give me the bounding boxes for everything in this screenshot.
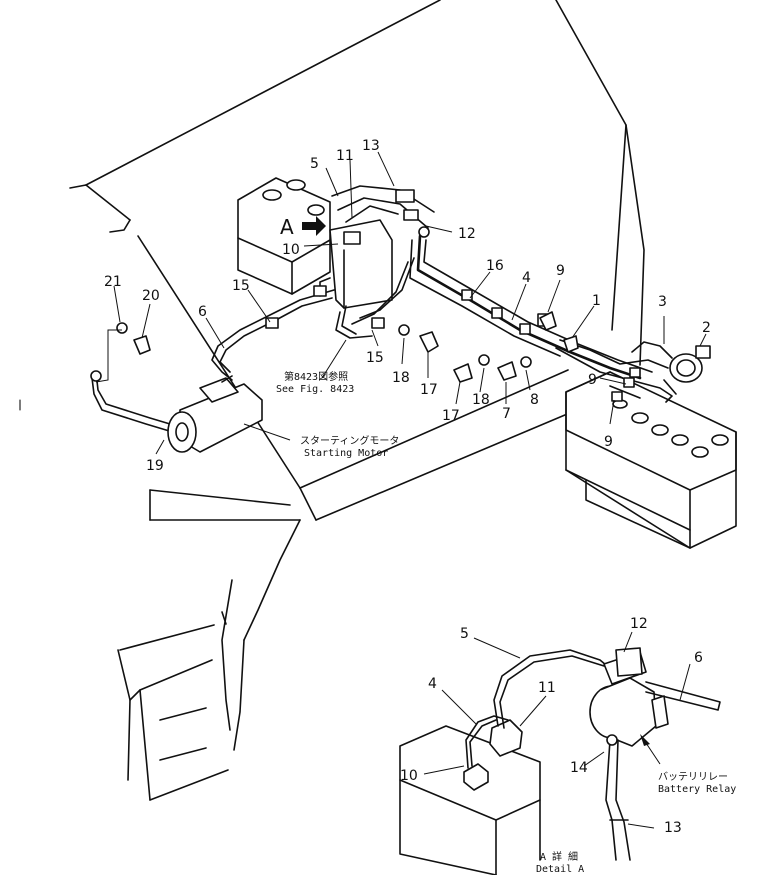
callout-17-a: 17 [420, 382, 438, 398]
callout-numbers: 1 2 3 4 5 6 7 8 9 9 9 10 11 12 13 15 15 … [104, 138, 711, 474]
starting-motor [167, 375, 263, 453]
callout-15-b: 15 [366, 350, 384, 366]
callout-9-a: 9 [556, 263, 565, 279]
callout-7: 7 [502, 406, 511, 422]
callout-5: 5 [310, 156, 319, 172]
callout-1: 1 [592, 293, 601, 309]
callout-9-b: 9 [588, 372, 597, 388]
detail-a-en: Detail A [536, 864, 584, 875]
battery-right [565, 371, 737, 549]
callout-10: 10 [282, 242, 300, 258]
detail-a-drawing [399, 647, 721, 875]
detail-callout-4: 4 [428, 676, 437, 692]
hardware [116, 311, 579, 383]
callout-3: 3 [658, 294, 667, 310]
callout-21: 21 [104, 274, 122, 290]
detail-marker-a: A [280, 215, 294, 239]
callout-20: 20 [142, 288, 160, 304]
callout-8: 8 [530, 392, 539, 408]
callout-11: 11 [336, 148, 354, 164]
detail-a-arrow [302, 216, 326, 236]
callout-15-a: 15 [232, 278, 250, 294]
battery-relay-right [631, 341, 711, 395]
battery-relay-en: Battery Relay [658, 784, 736, 795]
ground-cable [90, 370, 191, 437]
text-notes: 第8423図参照 See Fig. 8423 スターティングモータ Starti… [276, 370, 736, 875]
detail-callout-10: 10 [400, 768, 418, 784]
callout-13: 13 [362, 138, 380, 154]
detail-callout-5: 5 [460, 626, 469, 642]
callout-19: 19 [146, 458, 164, 474]
starting-motor-jp: スターティングモータ [300, 434, 399, 447]
detail-callout-12: 12 [630, 616, 648, 632]
callout-18-b: 18 [472, 392, 490, 408]
detail-callout-11: 11 [538, 680, 556, 696]
detail-leader-lines [423, 631, 691, 829]
fig-ref-jp: 第8423図参照 [284, 370, 348, 383]
callout-17-b: 17 [442, 408, 460, 424]
starting-motor-en: Starting Motor [304, 448, 388, 459]
callout-12: 12 [458, 226, 476, 242]
callout-4: 4 [522, 270, 531, 286]
detail-callout-6: 6 [694, 650, 703, 666]
leader-lines [95, 151, 707, 455]
machine-body [19, 0, 645, 801]
battery-relay-jp: バッテリリレー [658, 771, 728, 783]
callout-9-c: 9 [604, 434, 613, 450]
callout-16: 16 [486, 258, 504, 274]
callout-18-a: 18 [392, 370, 410, 386]
detail-callout-13: 13 [664, 820, 682, 836]
callout-6: 6 [198, 304, 207, 320]
battery-top [237, 177, 435, 309]
fig-ref-en: See Fig. 8423 [276, 384, 354, 395]
detail-callout-numbers: 4 5 6 10 11 12 13 14 [400, 616, 703, 836]
detail-a-jp: A 詳 細 [540, 850, 578, 863]
detail-callout-14: 14 [570, 760, 588, 776]
callout-2: 2 [702, 320, 711, 336]
